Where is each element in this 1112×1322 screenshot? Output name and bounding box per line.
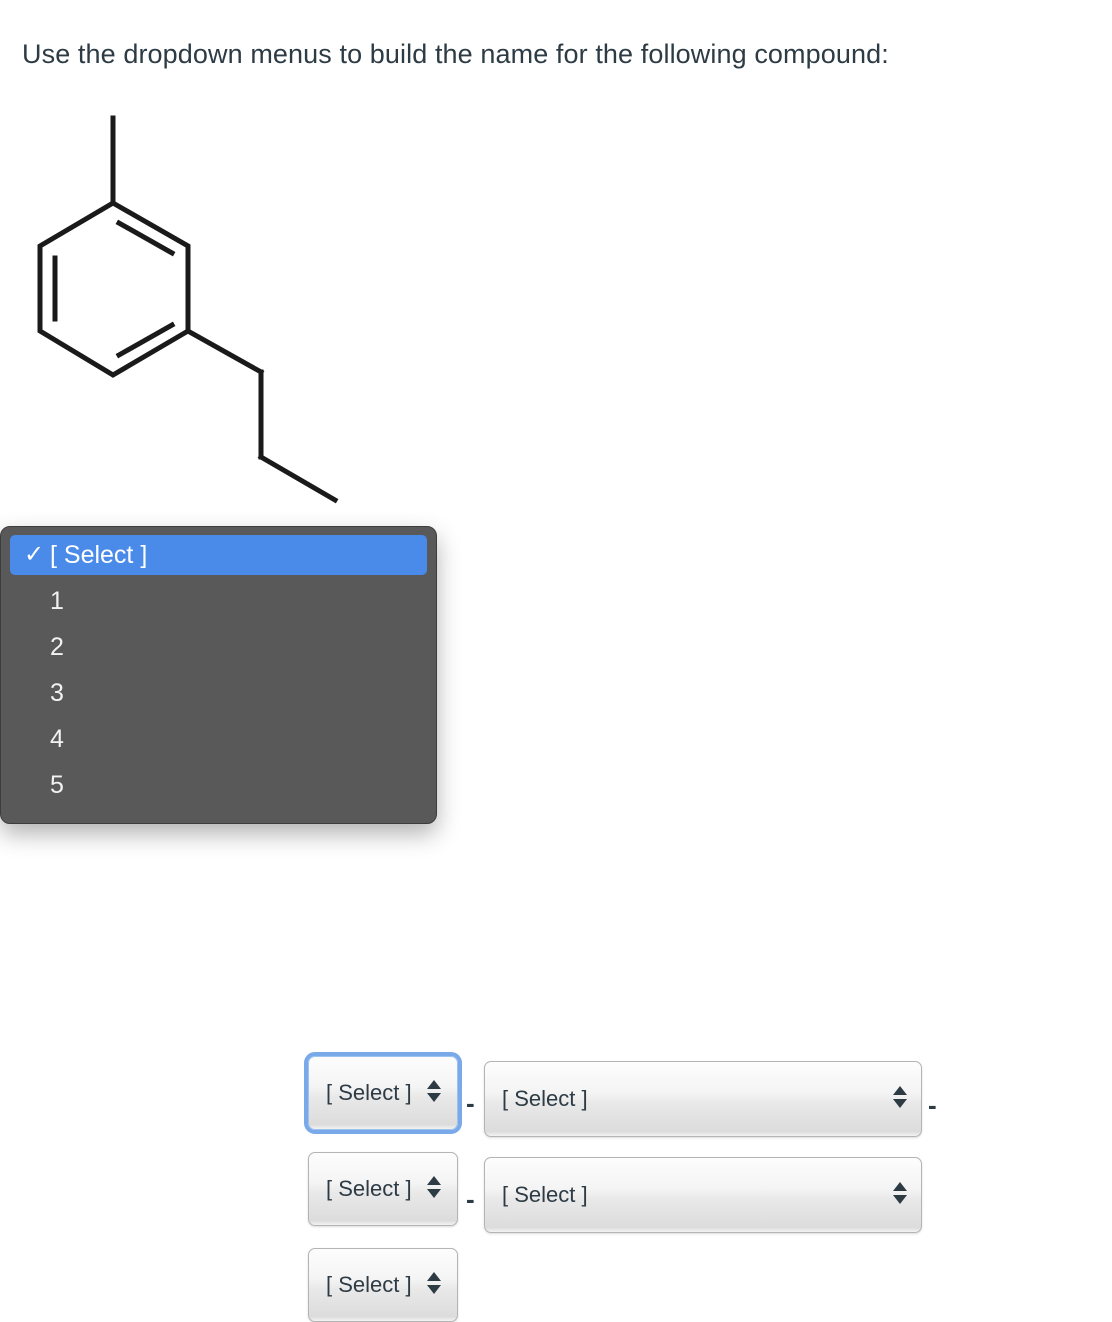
select-parent-chain-value: [ Select ] bbox=[326, 1272, 412, 1297]
chain-bond-1 bbox=[184, 327, 265, 376]
select-substituent-2[interactable]: [ Select ] bbox=[484, 1157, 922, 1233]
dropdown-option-3[interactable]: ✓ 3 bbox=[10, 673, 427, 713]
page-title: Use the dropdown menus to build the name… bbox=[22, 39, 889, 69]
separator-hyphen-1: - bbox=[466, 1088, 475, 1118]
dropdown-option-label: 2 bbox=[50, 632, 64, 661]
chevron-updown-icon bbox=[427, 1176, 441, 1202]
dropdown-option-label: 5 bbox=[50, 770, 64, 799]
checkmark-icon: ✓ bbox=[24, 541, 45, 568]
select-locant-2-value: [ Select ] bbox=[326, 1176, 412, 1201]
separator-hyphen-3: - bbox=[466, 1184, 475, 1214]
chevron-updown-icon bbox=[893, 1182, 907, 1208]
dropdown-option-select[interactable]: ✓ [ Select ] bbox=[10, 535, 427, 575]
select-locant-2[interactable]: [ Select ] bbox=[308, 1152, 458, 1226]
select-parent-chain[interactable]: [ Select ] bbox=[308, 1248, 458, 1322]
compound-structure-image bbox=[0, 95, 420, 525]
select-locant-1[interactable]: [ Select ] bbox=[304, 1052, 462, 1134]
dropdown-option-label: 4 bbox=[50, 724, 64, 753]
select-substituent-2-value: [ Select ] bbox=[502, 1182, 588, 1207]
chevron-updown-icon bbox=[893, 1086, 907, 1112]
skeletal-formula-svg bbox=[37, 115, 339, 504]
dropdown-option-1[interactable]: ✓ 1 bbox=[10, 581, 427, 621]
select-locant-1-value: [ Select ] bbox=[326, 1080, 412, 1105]
dropdown-option-label: [ Select ] bbox=[50, 540, 148, 569]
dropdown-option-label: 1 bbox=[50, 586, 64, 615]
dropdown-option-5[interactable]: ✓ 5 bbox=[10, 765, 427, 805]
double-bond-upper-right bbox=[115, 219, 176, 257]
dropdown-menu-locant-1[interactable]: ✓ [ Select ] ✓ 1 ✓ 2 ✓ 3 ✓ 4 ✓ 5 bbox=[0, 526, 437, 824]
dropdown-option-label: 3 bbox=[50, 678, 64, 707]
select-substituent-1[interactable]: [ Select ] bbox=[484, 1061, 922, 1137]
select-substituent-1-value: [ Select ] bbox=[502, 1086, 588, 1111]
chain-bond-3 bbox=[257, 453, 339, 504]
benzene-ring bbox=[37, 200, 191, 378]
double-bond-lower-right bbox=[115, 321, 176, 359]
dropdown-option-2[interactable]: ✓ 2 bbox=[10, 627, 427, 667]
separator-hyphen-2: - bbox=[928, 1090, 937, 1120]
dropdown-option-4[interactable]: ✓ 4 bbox=[10, 719, 427, 759]
chevron-updown-icon bbox=[427, 1080, 441, 1106]
chevron-updown-icon bbox=[427, 1272, 441, 1298]
